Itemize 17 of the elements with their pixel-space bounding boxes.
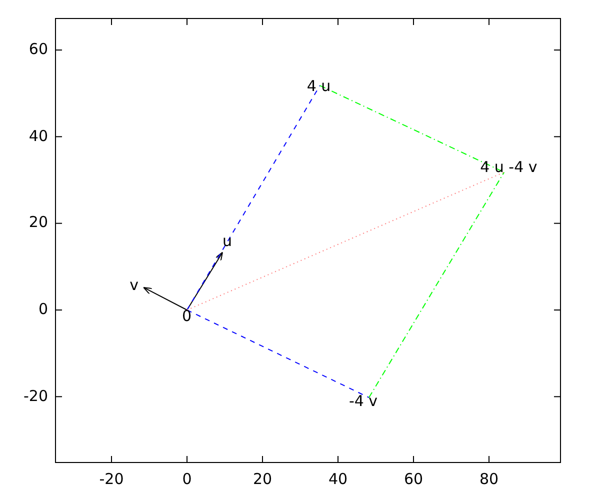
tick-label: 0: [38, 301, 48, 318]
tick-label: 80: [478, 471, 500, 488]
vector-arrow: [186, 252, 223, 310]
tick-label: 60: [402, 471, 424, 488]
vector-arrow: [143, 286, 188, 310]
tick-label: 20: [28, 214, 48, 232]
vector-label: v: [130, 277, 138, 294]
tick-label: 40: [28, 128, 48, 145]
tick-label: -20: [98, 471, 125, 488]
tick-label: 0: [181, 471, 193, 488]
tick-label: 60: [28, 41, 48, 58]
vector-label: u: [222, 233, 232, 250]
tick-label: 20: [252, 471, 274, 488]
tick-label: -20: [24, 388, 48, 405]
tick-label: 40: [327, 471, 349, 488]
vector-label: -4 v: [348, 392, 378, 410]
vector-label: 0: [182, 308, 192, 325]
